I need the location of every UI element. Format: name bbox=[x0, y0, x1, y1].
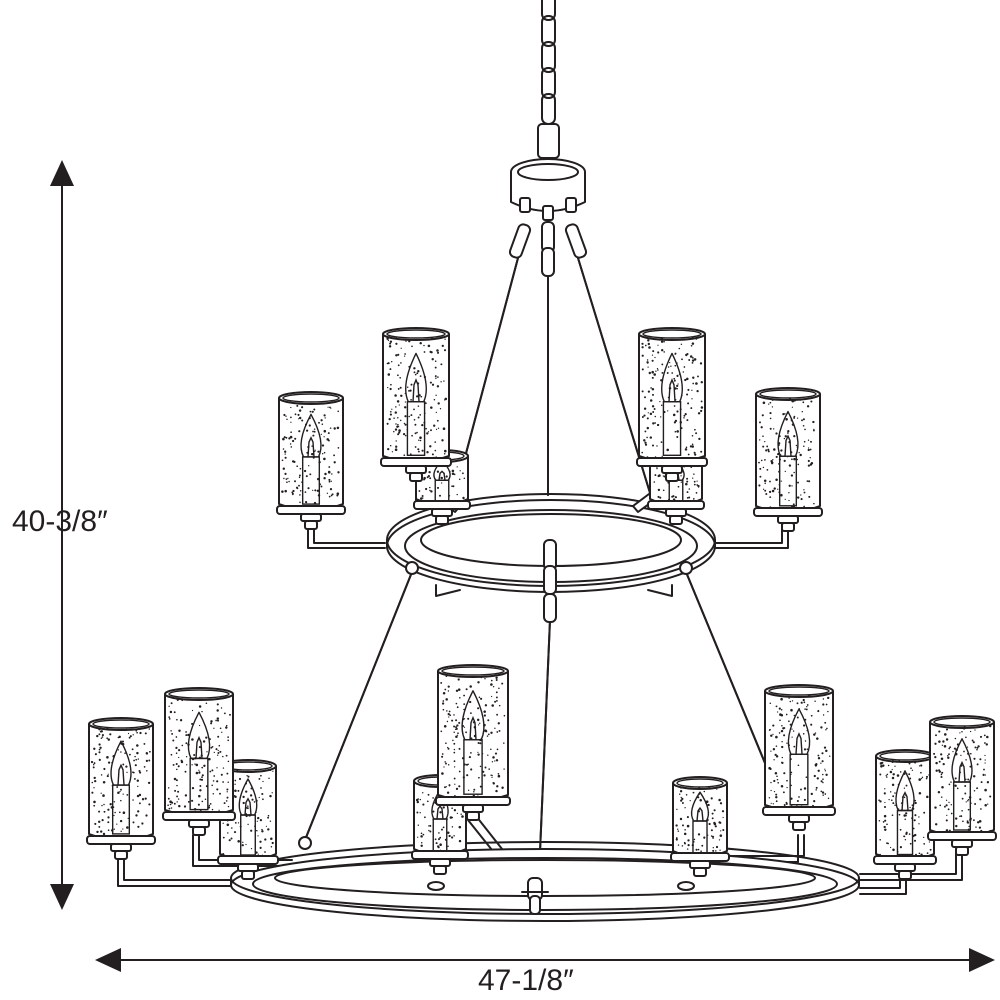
candle-shade bbox=[276, 391, 346, 530]
candle-shade bbox=[413, 449, 471, 525]
candle-shade bbox=[86, 717, 156, 860]
candle-shade bbox=[636, 327, 708, 482]
height-dimension-label: 40-3/8″ bbox=[12, 505, 108, 538]
lower-ring bbox=[230, 841, 860, 922]
ceiling-hub bbox=[510, 158, 586, 221]
lower-suspension-rods bbox=[298, 539, 773, 853]
candle-shade bbox=[762, 684, 836, 831]
candle-shade bbox=[380, 327, 452, 482]
upper-suspension-rods bbox=[451, 221, 655, 507]
candle-shade bbox=[162, 687, 236, 836]
candle-shade bbox=[873, 749, 937, 880]
height-dimension-arrow bbox=[50, 160, 74, 910]
candle-shade bbox=[753, 387, 823, 532]
candle-shade bbox=[670, 776, 730, 877]
hanging-chain bbox=[537, 0, 560, 159]
candle-shade bbox=[927, 715, 997, 856]
candle-shades bbox=[86, 327, 997, 880]
width-dimension-label: 47-1/8″ bbox=[478, 964, 574, 997]
width-dimension-arrow bbox=[95, 948, 995, 972]
candle-shade bbox=[435, 664, 511, 821]
